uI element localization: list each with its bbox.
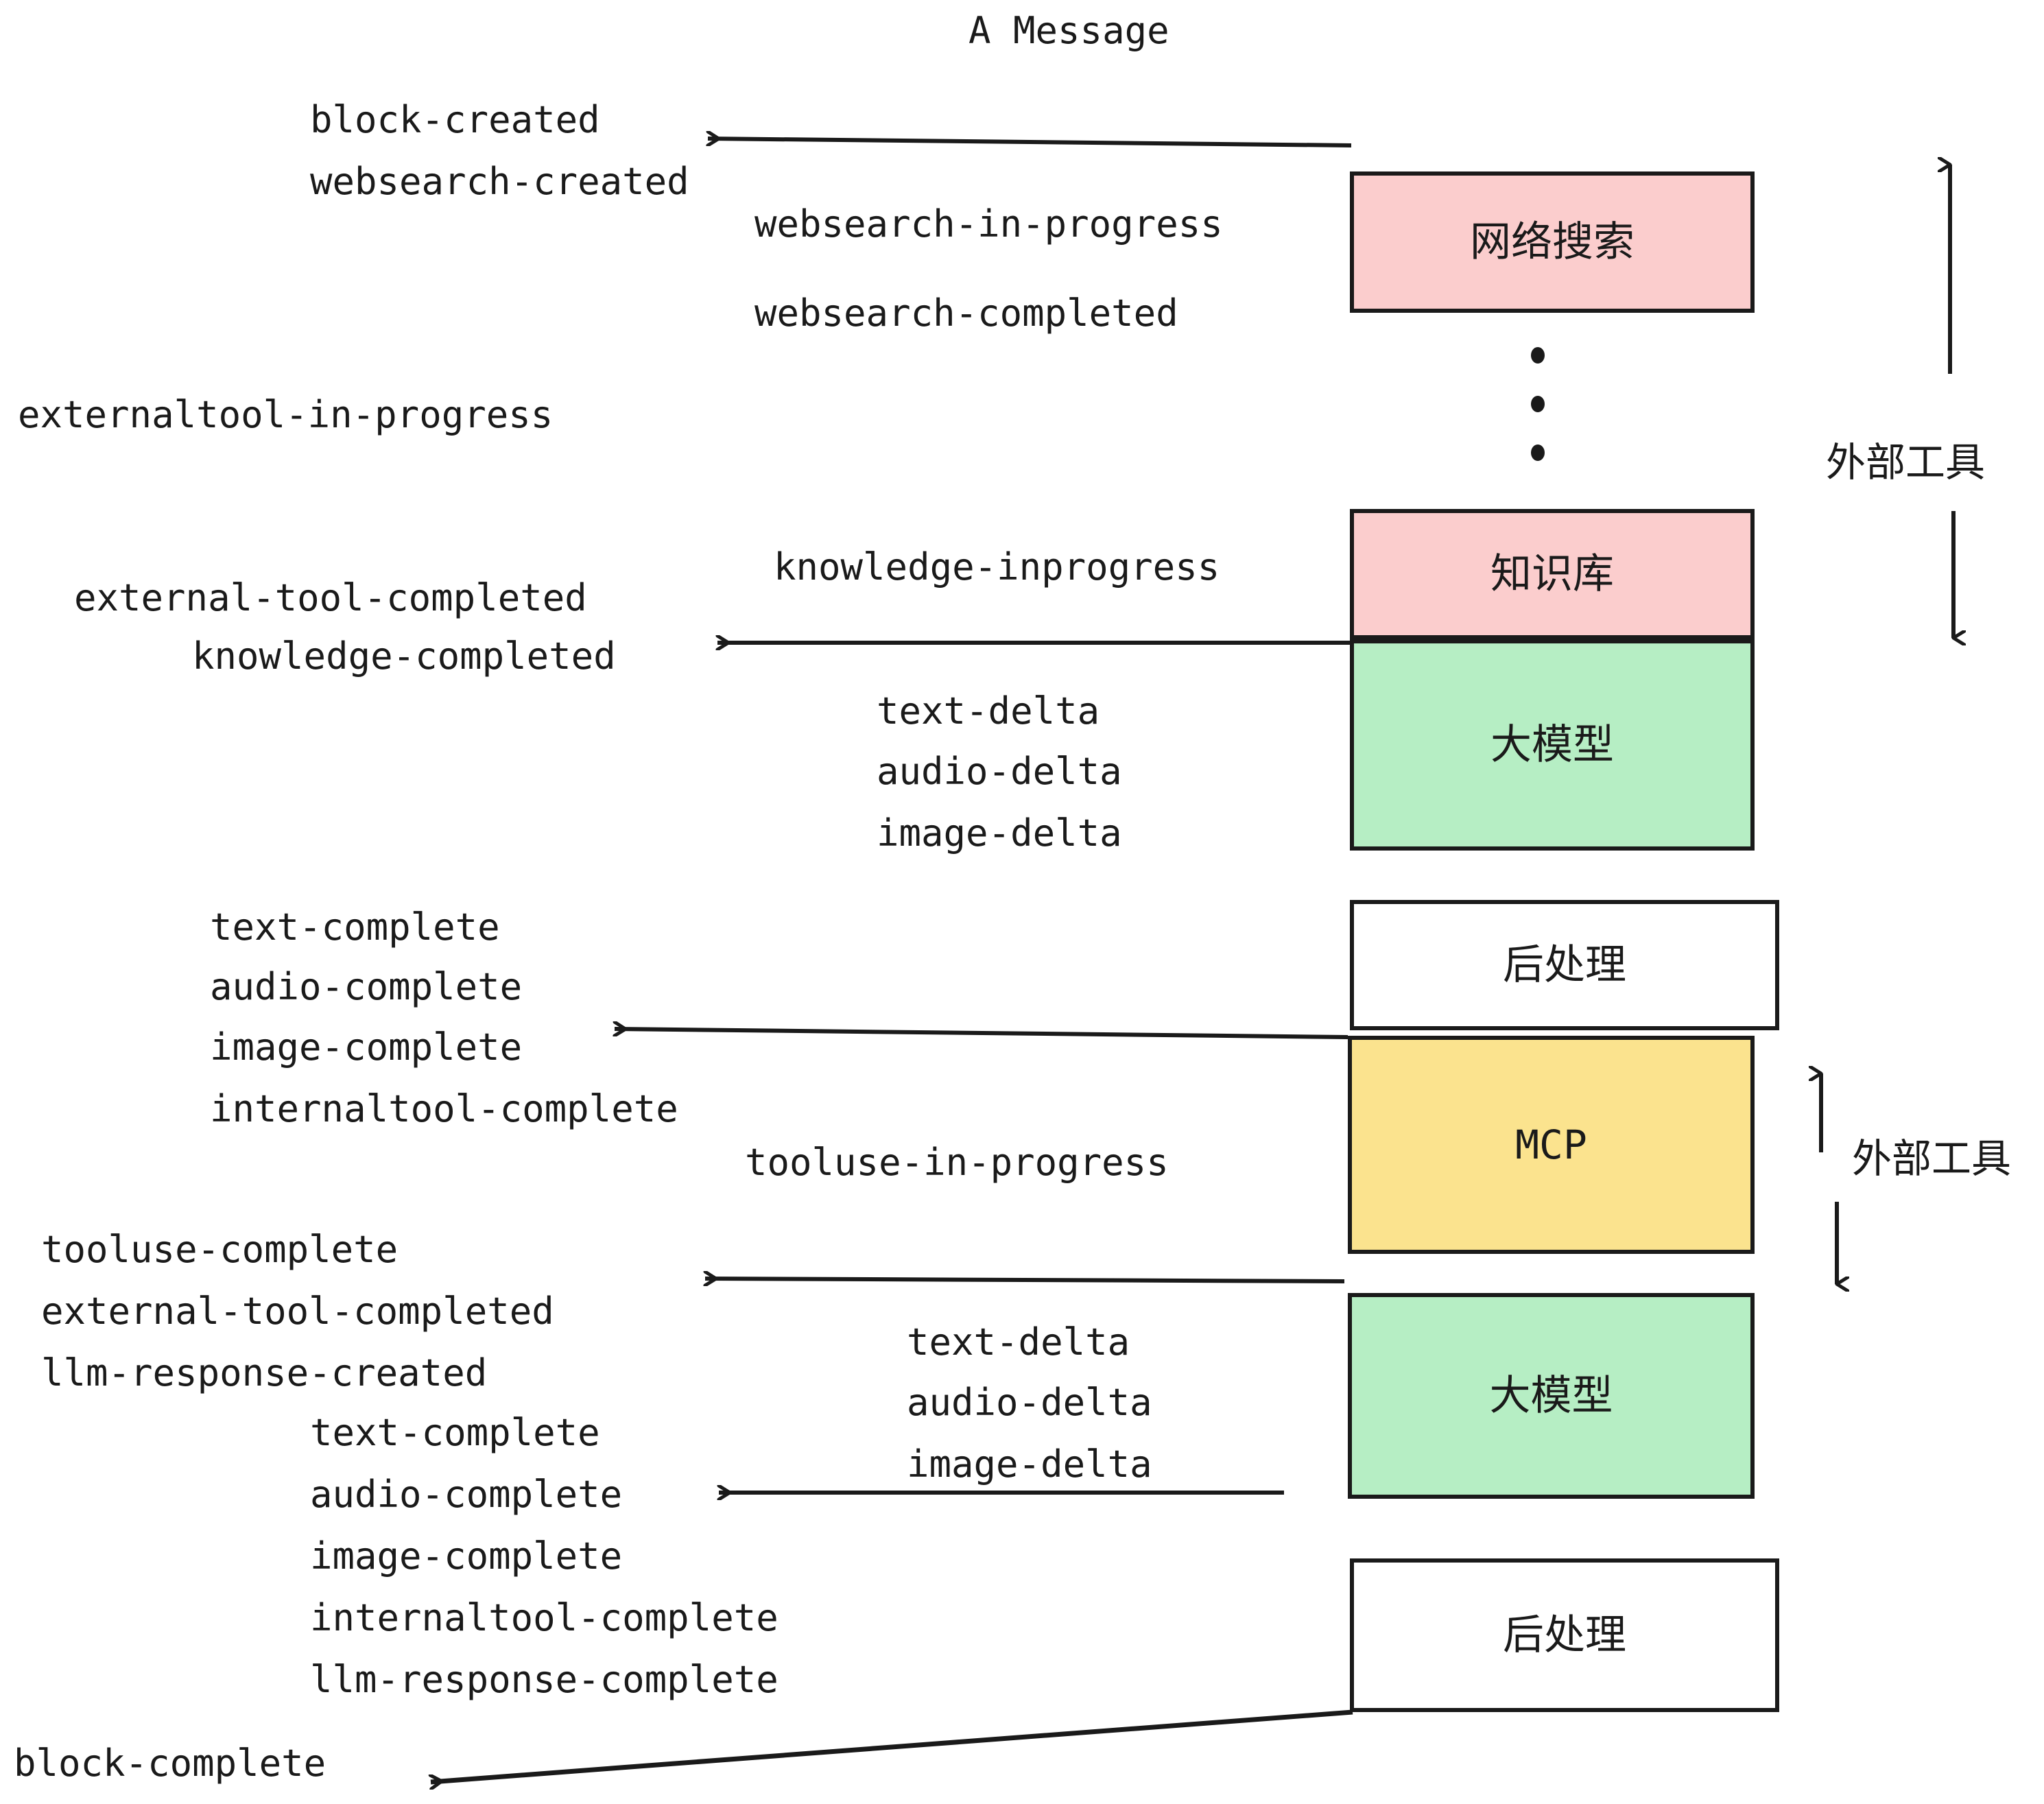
event-audio-delta-1: audio-delta [877, 750, 1122, 793]
event-audio-complete-1: audio-complete [210, 965, 523, 1008]
box-postprocess-2[interactable]: 后处理 [1350, 1558, 1779, 1712]
event-external-tool-completed-1: external-tool-completed [74, 576, 587, 619]
event-image-delta-2: image-delta [907, 1443, 1152, 1486]
box-websearch-label: 网络搜索 [1470, 218, 1635, 266]
event-internaltool-complete-1: internaltool-complete [210, 1087, 678, 1130]
event-knowledge-inprogress: knowledge-inprogress [774, 545, 1220, 589]
box-mcp-label: MCP [1515, 1121, 1587, 1168]
external-tool-range-bottom [1821, 1073, 1837, 1284]
box-postprocess-1-label: 后处理 [1503, 941, 1626, 989]
ellipsis-dot [1531, 396, 1545, 412]
box-llm-1[interactable]: 大模型 [1350, 639, 1755, 851]
event-websearch-created: websearch-created [310, 160, 689, 203]
event-internaltool-complete-2: internaltool-complete [310, 1596, 779, 1639]
event-websearch-in-progress: websearch-in-progress [754, 202, 1223, 246]
event-external-tool-completed-2: external-tool-completed [41, 1290, 554, 1333]
event-audio-complete-2: audio-complete [310, 1473, 623, 1516]
box-websearch[interactable]: 网络搜索 [1350, 171, 1755, 313]
box-postprocess-1[interactable]: 后处理 [1350, 900, 1779, 1030]
external-tool-label-top: 外部工具 [1826, 439, 1986, 486]
event-image-delta-1: image-delta [877, 811, 1122, 855]
box-llm-2[interactable]: 大模型 [1348, 1293, 1755, 1499]
event-externaltool-in-progress: externaltool-in-progress [18, 393, 554, 436]
box-llm-1-label: 大模型 [1490, 721, 1614, 769]
event-audio-delta-2: audio-delta [907, 1381, 1152, 1424]
event-llm-response-created: llm-response-created [41, 1351, 488, 1394]
event-text-complete-2: text-complete [310, 1411, 600, 1454]
box-knowledge-label: 知识库 [1490, 550, 1614, 598]
ellipsis-dot [1531, 444, 1545, 461]
arrow-image-complete [615, 1029, 1348, 1039]
event-image-complete-2: image-complete [310, 1534, 623, 1578]
ellipsis-dot [1531, 347, 1545, 364]
event-block-created: block-created [310, 98, 600, 141]
event-text-delta-1: text-delta [877, 689, 1100, 733]
event-tooluse-complete: tooluse-complete [41, 1228, 399, 1271]
box-postprocess-2-label: 后处理 [1503, 1611, 1626, 1659]
event-websearch-completed: websearch-completed [754, 292, 1178, 335]
event-text-delta-2: text-delta [907, 1320, 1130, 1364]
box-mcp[interactable]: MCP [1348, 1036, 1755, 1254]
event-llm-response-complete: llm-response-complete [310, 1658, 779, 1701]
external-tool-label-bottom: 外部工具 [1852, 1135, 2012, 1182]
event-image-complete-1: image-complete [210, 1025, 523, 1069]
event-knowledge-completed: knowledge-completed [192, 634, 616, 678]
event-text-complete-1: text-complete [210, 905, 500, 949]
box-knowledge[interactable]: 知识库 [1350, 509, 1755, 639]
external-tool-range-top [1950, 165, 1953, 638]
page-title: A Message [968, 9, 1169, 52]
arrow-tooluse-complete [705, 1279, 1345, 1281]
event-tooluse-in-progress: tooluse-in-progress [745, 1141, 1169, 1184]
box-llm-2-label: 大模型 [1489, 1372, 1613, 1420]
arrow-block-complete [431, 1709, 1353, 1782]
arrow-websearch-created [708, 139, 1352, 147]
event-block-complete: block-complete [14, 1742, 326, 1785]
